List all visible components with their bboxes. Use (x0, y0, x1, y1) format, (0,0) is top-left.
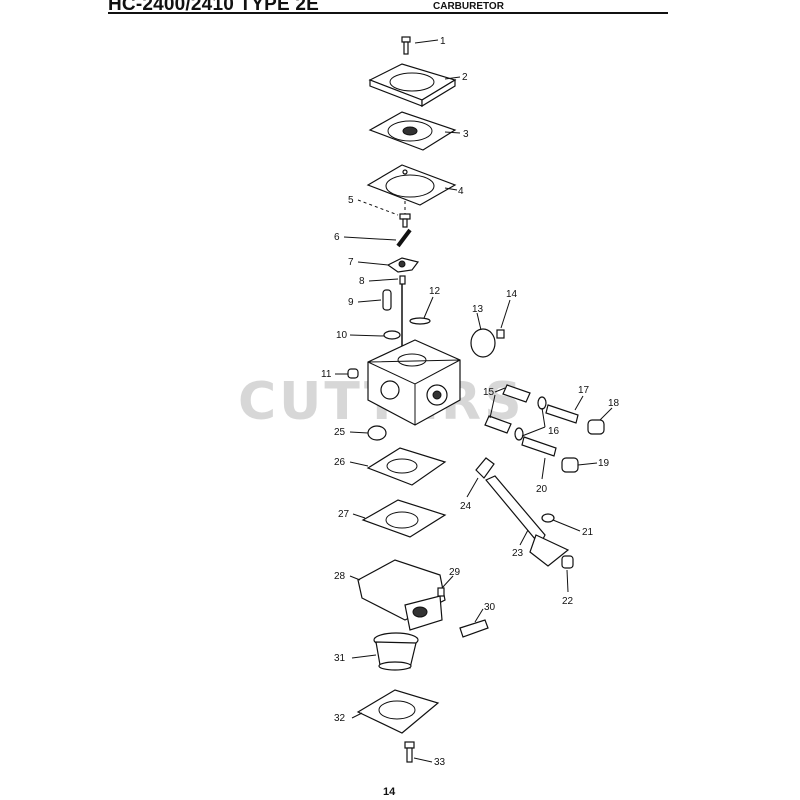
callout-8: 8 (359, 276, 365, 287)
callout-6: 6 (334, 232, 340, 243)
part-needle-17 (545, 404, 579, 424)
part-gasket-27 (361, 499, 447, 538)
part-cup-31 (373, 632, 419, 671)
callout-5: 5 (348, 195, 354, 206)
part-diaphragm-3 (368, 111, 457, 151)
callout-14: 14 (506, 289, 518, 300)
part-carburetor-body (367, 339, 461, 426)
part-spring-15a (502, 384, 531, 403)
callout-11: 11 (321, 369, 332, 380)
part-screw-1 (401, 36, 411, 55)
callout-19: 19 (598, 458, 610, 469)
callout-9: 9 (348, 297, 354, 308)
part-o-ring-16b (514, 427, 524, 441)
callout-15: 15 (483, 387, 495, 398)
header-rule (108, 12, 668, 14)
callout-7: 7 (348, 257, 354, 268)
part-needle-8 (399, 275, 406, 350)
callout-12: 12 (429, 286, 441, 297)
part-gasket-26 (366, 447, 447, 486)
part-limiter-cap-19 (561, 457, 579, 473)
part-screw-33 (404, 741, 415, 763)
part-check-valve-29 (437, 587, 445, 597)
page-title: HC-2400/2410 TYPE 2E (108, 0, 320, 15)
callout-13: 13 (472, 304, 484, 315)
callout-20: 20 (536, 484, 548, 495)
section-title: CARBURETOR (433, 1, 504, 12)
callout-1: 1 (440, 36, 446, 47)
part-spring-15b (484, 415, 512, 434)
part-pump-housing-28 (357, 559, 446, 631)
callout-17: 17 (578, 385, 590, 396)
part-needle-20 (521, 436, 557, 457)
page-number: 14 (383, 786, 396, 798)
part-pump-cover-2 (368, 63, 457, 108)
callout-28: 28 (334, 571, 346, 582)
callout-2: 2 (462, 72, 468, 83)
callout-24: 24 (460, 501, 472, 512)
part-throttle-plate-13 (470, 328, 496, 358)
callout-18: 18 (608, 398, 620, 409)
callout-4: 4 (458, 186, 464, 197)
part-clip-10 (383, 330, 401, 340)
part-gasket-32 (356, 689, 440, 734)
part-plug-11 (347, 368, 359, 379)
part-lever-7 (386, 257, 420, 273)
callout-22: 22 (562, 596, 574, 607)
callout-16: 16 (548, 426, 560, 437)
callout-33: 33 (434, 757, 446, 768)
callout-27: 27 (338, 509, 350, 520)
part-adjusting-screw-30 (459, 619, 489, 638)
callout-3: 3 (463, 129, 469, 140)
callout-25: 25 (334, 427, 346, 438)
callout-26: 26 (334, 457, 346, 468)
part-spring-24 (475, 457, 495, 479)
part-gasket-4 (366, 164, 457, 206)
part-screw-5 (399, 213, 411, 228)
part-pin-12 (409, 317, 431, 325)
callout-10: 10 (336, 330, 348, 341)
callout-21: 21 (582, 527, 594, 538)
part-throttle-lever-23 (485, 475, 570, 567)
part-pin-6 (396, 228, 412, 248)
part-nut-22 (561, 555, 574, 569)
callout-23: 23 (512, 548, 524, 559)
part-cap-25 (367, 425, 387, 441)
part-spring-9 (382, 289, 392, 311)
callout-30: 30 (484, 602, 496, 613)
callouts: 1 2 3 4 5 6 7 8 9 10 12 11 13 14 15 16 1… (321, 36, 620, 768)
callout-31: 31 (334, 653, 346, 664)
callout-29: 29 (449, 567, 461, 578)
part-screw-14 (496, 329, 505, 339)
part-o-ring-16a (537, 396, 547, 410)
callout-32: 32 (334, 713, 346, 724)
part-clip-21 (541, 513, 555, 523)
part-limiter-cap-18 (587, 419, 605, 435)
